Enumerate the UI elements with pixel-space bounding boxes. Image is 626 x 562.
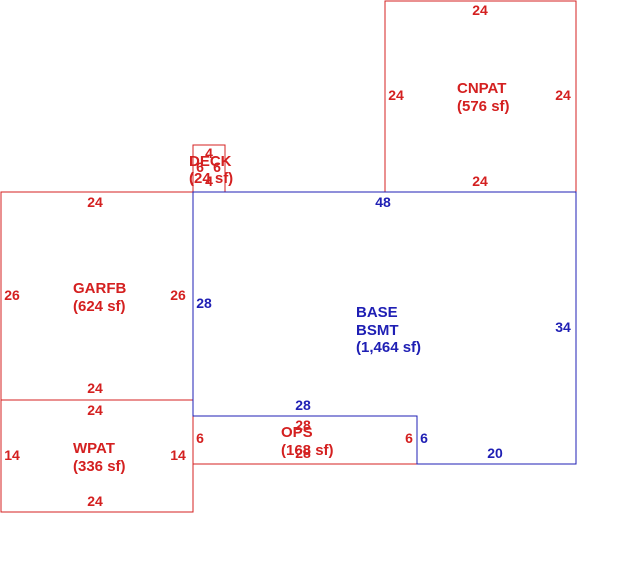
cnpat-left-dimension: 24 (388, 87, 404, 103)
ops-area: (168 sf) (281, 442, 334, 459)
ops-bottom-dimension: 28 (295, 445, 311, 461)
ops-left-dimension: 6 (196, 430, 204, 446)
garfb-area: (624 sf) (73, 298, 126, 315)
base-label-line1: BASE (356, 304, 398, 321)
ops-right-dimension: 6 (405, 430, 413, 446)
garfb-label: GARFB (73, 280, 126, 297)
base-area: (1,464 sf) (356, 339, 421, 356)
cnpat-right-dimension: 24 (555, 87, 571, 103)
cnpat-bottom-dimension: 24 (472, 173, 488, 189)
deck-label: DECK (189, 153, 232, 170)
deck-top-dimension: 4 (205, 145, 213, 161)
wpat-left-dimension: 14 (4, 447, 20, 463)
base-outline (192, 191, 577, 465)
cnpat-label: CNPAT (457, 80, 506, 97)
cnpat-top-dimension: 24 (472, 2, 488, 18)
garfb-top-dimension: 24 (87, 194, 103, 210)
base-step-height-dimension: 6 (420, 430, 428, 446)
wpat-area: (336 sf) (73, 458, 126, 475)
ops-label: OPS (281, 424, 313, 441)
wpat-top-dimension: 24 (87, 402, 103, 418)
wpat-label: WPAT (73, 440, 115, 457)
wpat-right-dimension: 14 (170, 447, 186, 463)
base-left-dimension: 28 (196, 295, 212, 311)
wpat-bottom-dimension: 24 (87, 493, 103, 509)
ops-top-dimension: 28 (295, 417, 311, 433)
base-step-top-dimension: 28 (295, 397, 311, 413)
base-bottom-dimension: 20 (487, 445, 503, 461)
deck-bottom-dimension: 4 (205, 173, 213, 189)
deck-right-dimension: 6 (213, 159, 221, 175)
garfb-bottom-dimension: 24 (87, 380, 103, 396)
base-label-line2: BSMT (356, 322, 399, 339)
cnpat-area: (576 sf) (457, 98, 510, 115)
base-right-dimension: 34 (555, 319, 571, 335)
garfb-left-dimension: 26 (4, 287, 20, 303)
base-top-dimension: 48 (375, 194, 391, 210)
deck-area: (24 sf) (189, 170, 233, 187)
deck-left-dimension: 6 (196, 159, 204, 175)
garfb-right-dimension: 26 (170, 287, 186, 303)
